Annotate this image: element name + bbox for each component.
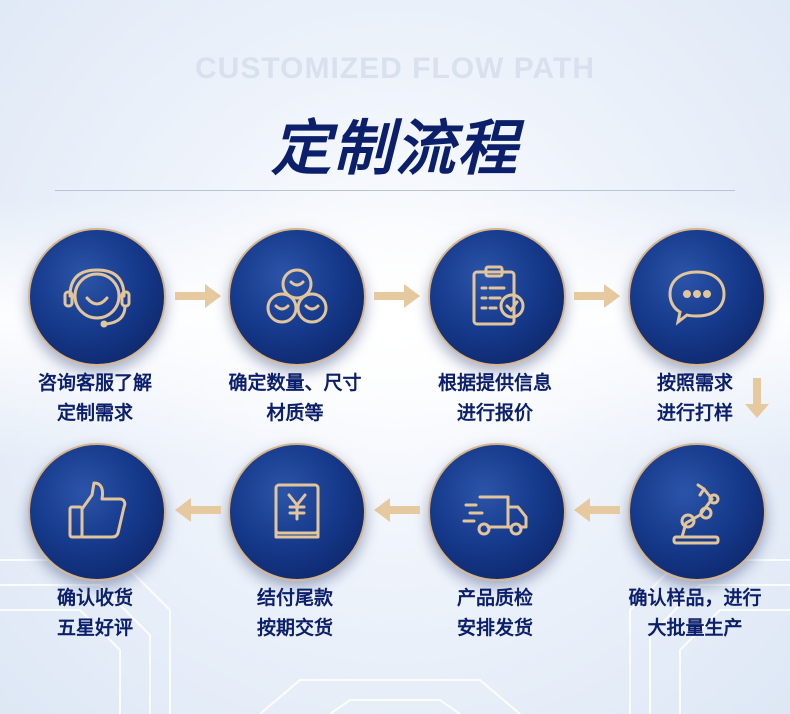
robot-arm-icon (672, 483, 720, 545)
step-label: 确定数量、尺寸 材质等 (228, 372, 362, 424)
arrow-left-icon (175, 498, 221, 522)
chat-bubble-icon (668, 270, 726, 326)
step-circle (628, 228, 766, 366)
thumbs-up-icon (68, 481, 127, 539)
step-label: 根据提供信息 进行报价 (437, 372, 552, 424)
quantity-spheres-icon (266, 268, 328, 324)
step-circle (28, 443, 166, 581)
delivery-truck-icon (462, 495, 528, 536)
step-circle (628, 443, 766, 581)
step-circle (428, 443, 566, 581)
step-label: 结付尾款 按期交货 (256, 587, 333, 639)
step-circle (228, 443, 366, 581)
section-subtitle: CUSTOMIZED FLOW PATH (195, 52, 595, 85)
arrow-right-icon (574, 284, 620, 308)
arrow-down-icon (745, 378, 769, 418)
customer-service-icon (63, 268, 131, 328)
title-divider (55, 190, 735, 191)
section-title: 定制流程 (271, 114, 519, 184)
arrow-left-icon (374, 498, 420, 522)
step-circle (28, 228, 166, 366)
clipboard-check-icon (472, 265, 525, 326)
step-label: 确认收货 五星好评 (56, 587, 133, 639)
arrow-left-icon (574, 498, 620, 522)
step-label: 确认样品，进行 大批量生产 (628, 587, 762, 639)
step-circle (428, 228, 566, 366)
step-circle (228, 228, 366, 366)
step-label: 产品质检 安排发货 (456, 587, 533, 639)
arrow-right-icon (374, 284, 420, 308)
step-label: 咨询客服了解 定制需求 (37, 372, 152, 424)
arrow-right-icon (175, 284, 221, 308)
payment-book-icon (274, 483, 320, 539)
step-label: 按照需求 进行打样 (656, 372, 733, 424)
